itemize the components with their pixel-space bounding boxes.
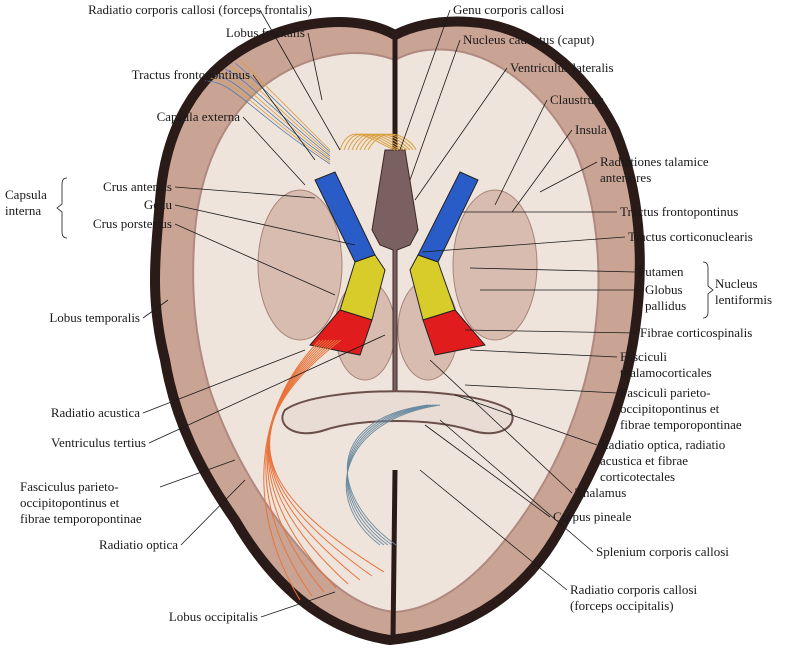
label-radiatio-acustica: Radiatio acustica [51, 405, 140, 420]
leader-line [307, 32, 323, 101]
label-tractus-frontopontinus: Tractus frontopontinus [620, 204, 738, 219]
label-claustrum: Claustrum [550, 92, 604, 107]
label-splenium-corporis-callosi: Splenium corporis callosi [596, 544, 729, 559]
bracket [702, 261, 714, 319]
frontal-fiber [214, 74, 331, 161]
leader-line [260, 591, 336, 618]
label-radiatio-corporis-callosi-forceps-occipitalis: Radiatio corporis callosi(forceps occipi… [570, 582, 697, 613]
label-radiatio-optica: Radiatio optica [99, 537, 178, 552]
leader-line [414, 67, 508, 201]
longitudinal-fissure-posterior [390, 469, 398, 641]
leader-line [159, 459, 236, 488]
radiatio-optica-fiber [267, 339, 337, 589]
label-lobus-temporalis: Lobus temporalis [49, 310, 140, 325]
radiatio-optica-fiber [263, 339, 321, 601]
radiatio-optica-fiber [265, 339, 324, 597]
frontal-fiber [204, 80, 331, 165]
radiatio-optica-fiber [268, 339, 349, 585]
label-ventriculus-lateralis: Ventriculus lateralis [510, 60, 614, 75]
leader-line [464, 384, 618, 394]
label-putamen: Putamen [638, 264, 684, 279]
label-lobus-occipitalis: Lobus occipitalis [169, 609, 258, 624]
label-ventriculus-tertius: Ventriculus tertius [51, 435, 146, 450]
label-thalamus: Thalamus [575, 485, 626, 500]
forceps-frontalis-fiber [359, 133, 411, 151]
forceps-occipitalis-fiber [346, 404, 429, 546]
label-radiatio-corporis-callosi-forceps-frontalis: Radiatio corporis callosi (forceps front… [88, 2, 312, 17]
label-crus-anterius: Crus anterius [103, 179, 172, 194]
leader-line [469, 349, 618, 358]
leader-line [174, 204, 356, 246]
nucleus-lentiformis-right [452, 189, 538, 341]
leader-line [494, 99, 548, 206]
label-capsula-externa: Capsula externa [157, 109, 241, 124]
brain-illustration [150, 16, 645, 646]
projection-fibers [204, 59, 441, 601]
leader-line [399, 9, 451, 151]
label-corpus-pineale: Corpus pineale [553, 509, 632, 524]
leader-line [421, 236, 626, 253]
leader-line [469, 267, 636, 273]
frontal-fiber [239, 59, 331, 151]
labels: Radiatio corporis callosi (forceps front… [5, 2, 772, 624]
forceps-frontalis-fiber [363, 133, 414, 151]
leader-line [429, 359, 573, 494]
radiatio-optica-fiber [266, 339, 327, 593]
radiatio-optica-fiber [268, 339, 361, 581]
leader-line [424, 424, 551, 518]
forceps-frontalis-fiber [355, 133, 408, 151]
frontal-fiber [229, 65, 331, 155]
leader-line [464, 329, 638, 334]
forceps-occipitalis-fiber [347, 404, 432, 546]
capsula-interna-crus-posterius-left [309, 309, 373, 356]
forceps-occipitalis-fiber [346, 404, 435, 546]
label-tractus-frontopontinus: Tractus frontopontinus [132, 67, 250, 82]
nucleus-lentiformis-left [257, 189, 343, 341]
label-genu: Genu [144, 197, 173, 212]
label-crus-porsterius: Crus porsterius [93, 216, 172, 231]
leader-line [180, 479, 246, 546]
leader-line [511, 129, 573, 213]
leader-line [252, 74, 316, 161]
leader-line [454, 394, 598, 446]
frontal-fiber [209, 77, 331, 163]
label-nucleus-caudatus-caput: Nucleus caudatus (caput) [463, 32, 594, 47]
label-lobus-frontalis: Lobus frontalis [226, 25, 305, 40]
leader-line [259, 9, 341, 151]
leader-line [142, 349, 306, 414]
label-genu-corporis-callosi: Genu corporis callosi [453, 2, 565, 17]
leader-line [439, 419, 594, 553]
forceps-occipitalis-fiber [345, 404, 441, 546]
frontal-fiber [219, 71, 331, 159]
label-fibrae-corticospinalis: Fibrae corticospinalis [640, 325, 752, 340]
label-tractus-corticonuclearis: Tractus corticonuclearis [628, 229, 753, 244]
leader-line [174, 223, 336, 296]
frontal-fiber [234, 62, 331, 153]
radiatio-optica-fiber [269, 339, 385, 573]
capsula-interna-genu-left [339, 254, 386, 321]
forceps-occipitalis-fiber [346, 404, 438, 546]
label-insula: Insula [575, 122, 607, 137]
leader-line [174, 186, 316, 199]
capsula-interna-crus-posterius-right [422, 309, 486, 356]
leader-line [242, 116, 306, 186]
leader-line [409, 39, 461, 181]
forceps-frontalis-fiber [367, 133, 417, 151]
bracket [56, 177, 68, 239]
leader-line [148, 334, 386, 444]
leader-line [419, 469, 568, 591]
frontal-fiber [224, 68, 331, 157]
leader-line [539, 161, 598, 193]
leader-line [142, 299, 169, 319]
